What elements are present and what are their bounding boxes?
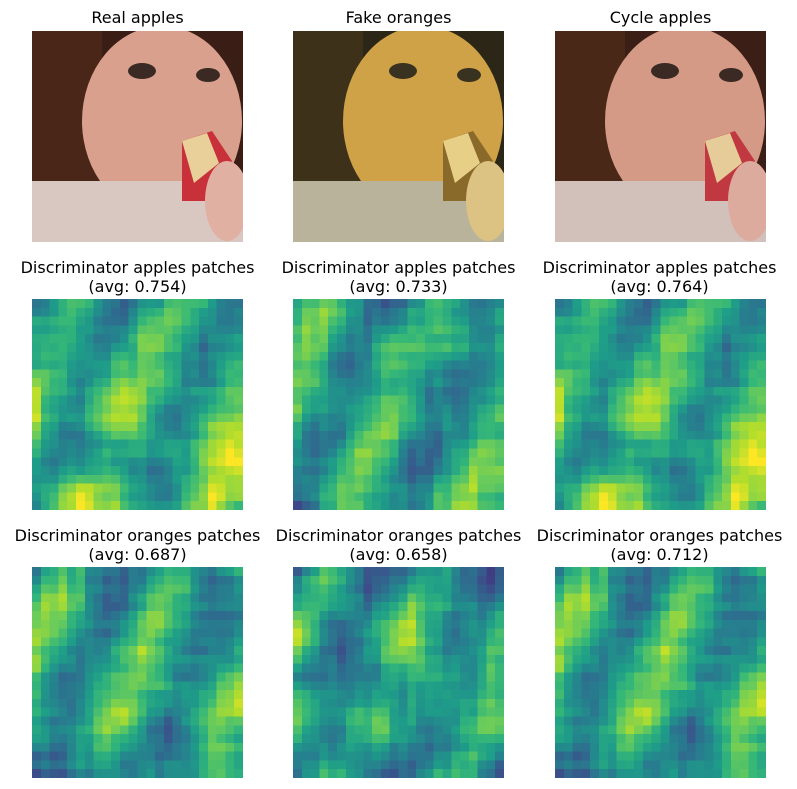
- title-fake-oranges: Fake oranges: [345, 8, 452, 27]
- portrait-illustration: [32, 31, 243, 242]
- heatmap-disc-apples-3: [555, 299, 766, 510]
- title-line: Discriminator oranges patches: [275, 526, 522, 545]
- heatmap-disc-oranges-2: [293, 567, 504, 778]
- title-avg: (avg: 0.687): [88, 545, 187, 564]
- title-disc-oranges-3: Discriminator oranges patches (avg: 0.71…: [522, 526, 797, 564]
- title-line: Discriminator apples patches: [281, 258, 516, 277]
- title-line: Discriminator oranges patches: [536, 526, 783, 545]
- title-avg: (avg: 0.764): [610, 277, 709, 296]
- heatmap-disc-oranges-3: [555, 567, 766, 778]
- portrait-illustration: [293, 31, 504, 242]
- title-avg: (avg: 0.712): [610, 545, 709, 564]
- title-line: Discriminator oranges patches: [14, 526, 261, 545]
- title-avg: (avg: 0.754): [88, 277, 187, 296]
- title-disc-oranges-2: Discriminator oranges patches (avg: 0.65…: [261, 526, 536, 564]
- title-avg: (avg: 0.733): [349, 277, 448, 296]
- title-line: Discriminator apples patches: [20, 258, 255, 277]
- title-cycle-apples: Cycle apples: [609, 8, 712, 27]
- heatmap-disc-apples-1: [32, 299, 243, 510]
- title-line: Discriminator apples patches: [542, 258, 777, 277]
- title-disc-apples-2: Discriminator apples patches (avg: 0.733…: [261, 258, 536, 296]
- title-disc-oranges-1: Discriminator oranges patches (avg: 0.68…: [0, 526, 275, 564]
- portrait-illustration: [555, 31, 766, 242]
- title-disc-apples-1: Discriminator apples patches (avg: 0.754…: [0, 258, 275, 296]
- heatmap-disc-oranges-1: [32, 567, 243, 778]
- image-real-apples: [32, 31, 243, 242]
- image-cycle-apples: [555, 31, 766, 242]
- heatmap-disc-apples-2: [293, 299, 504, 510]
- title-avg: (avg: 0.658): [349, 545, 448, 564]
- title-disc-apples-3: Discriminator apples patches (avg: 0.764…: [522, 258, 797, 296]
- title-real-apples: Real apples: [91, 8, 184, 27]
- image-fake-oranges: [293, 31, 504, 242]
